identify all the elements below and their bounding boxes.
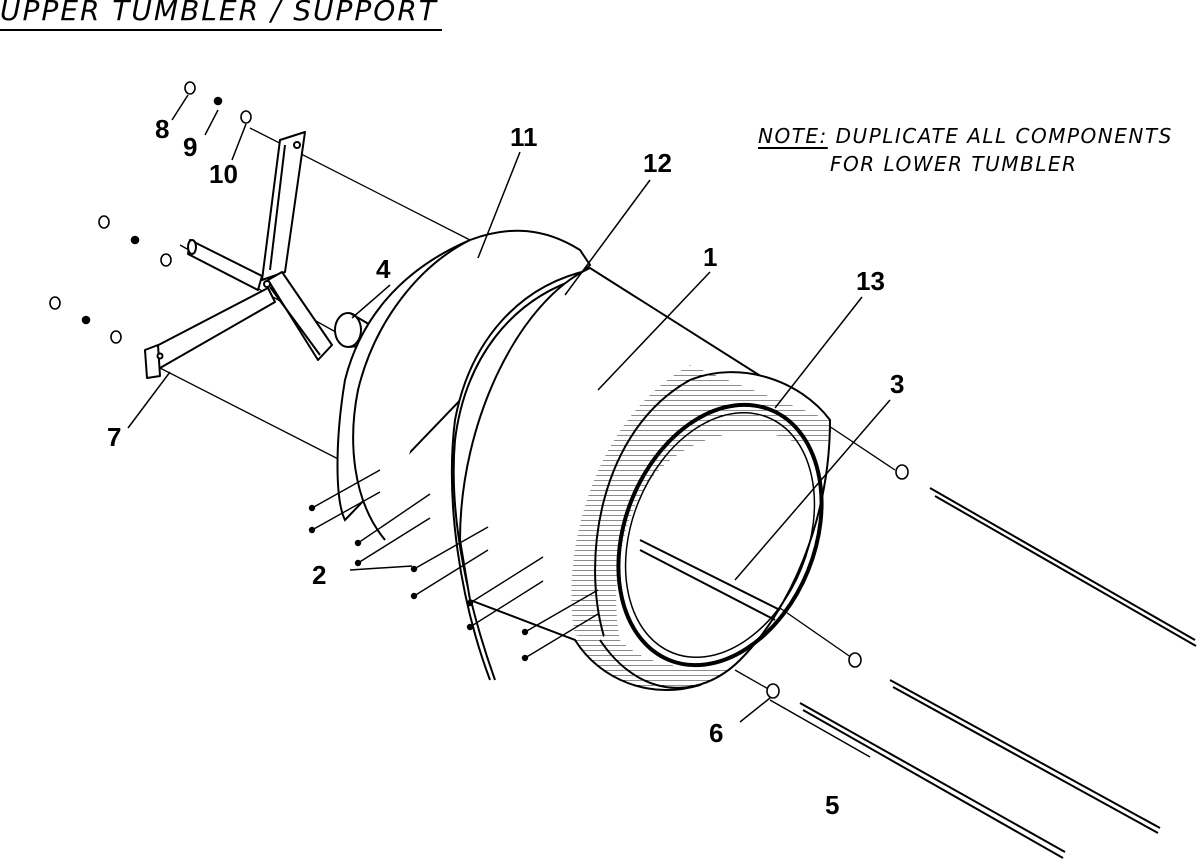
fasteners	[49, 81, 909, 699]
callout-13: 13	[856, 266, 885, 296]
note-line-1: DUPLICATE ALL COMPONENTS	[835, 124, 1173, 148]
callout-10: 10	[209, 159, 238, 189]
leader-lines	[127, 94, 891, 758]
support-bracket	[144, 131, 333, 379]
callout-3: 3	[890, 369, 904, 399]
note-line-2: FOR LOWER TUMBLER	[830, 152, 1078, 176]
callout-12: 12	[643, 148, 672, 178]
callout-5: 5	[825, 790, 839, 820]
callout-8: 8	[155, 114, 169, 144]
tumbler-drum	[336, 229, 832, 691]
screws	[308, 469, 599, 662]
note-label: NOTE:	[758, 124, 828, 148]
callout-labels: 1 2 3 4 5 6 7 8 9 10 11 12 13	[107, 114, 904, 820]
note-block: NOTE: DUPLICATE ALL COMPONENTS FOR LOWER…	[758, 122, 1173, 178]
tie-rods	[799, 487, 1197, 859]
callout-11: 11	[510, 122, 538, 152]
callout-2: 2	[312, 560, 326, 590]
callout-9: 9	[183, 132, 197, 162]
diagram-title: UPPER TUMBLER / SUPPORT	[0, 0, 442, 31]
callout-7: 7	[107, 422, 121, 452]
callout-6: 6	[709, 718, 723, 748]
callout-4: 4	[376, 254, 391, 284]
callout-1: 1	[703, 242, 717, 272]
